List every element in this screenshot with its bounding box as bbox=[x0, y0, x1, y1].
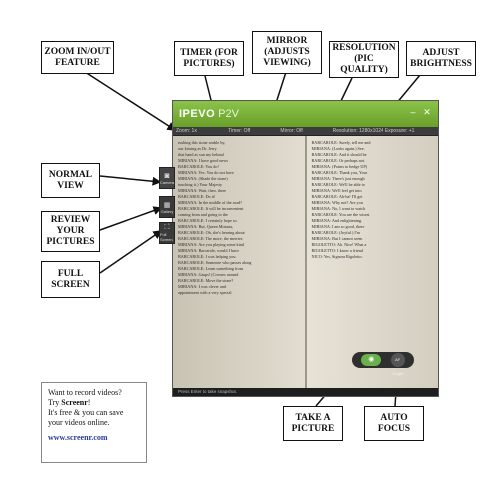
document-text-line: BARCAROLE: We'll be able to bbox=[311, 182, 365, 187]
exposure-control[interactable]: Exposure: +1 bbox=[384, 128, 415, 134]
document-text-line: BARCAROLE: Learn something from bbox=[178, 266, 244, 271]
promo-brand: Screenr bbox=[61, 398, 88, 407]
document-text-line: MIRIANA: But I cannot seem bbox=[311, 236, 363, 241]
document-text-line: appointment with a very special bbox=[178, 290, 232, 295]
document-text-line: MIRIANA: (Shade the stone) bbox=[178, 176, 228, 181]
auto-focus-label: AUTO FOCUS bbox=[364, 406, 424, 441]
normal-view-label: NORMAL VIEW bbox=[41, 163, 100, 198]
promo-line-3: It's free & you can save your videos onl… bbox=[48, 408, 124, 427]
zoom-label: ZOOM IN/OUT FEATURE bbox=[41, 41, 114, 74]
mirror-label: MIRROR (ADJUSTS VIEWING) bbox=[252, 31, 322, 74]
resolution-label: RESOLUTION (PIC QUALITY) bbox=[329, 41, 399, 78]
document-text-line: rushing this stone rouble by, bbox=[178, 140, 226, 145]
document-text-line: BARCAROLE: (Joyful.) I'm bbox=[311, 230, 360, 235]
camera-label: Camera bbox=[159, 180, 175, 185]
autofocus-button[interactable]: AF Single bbox=[390, 353, 405, 376]
document-text-line: our kissing as Dr. Jerry bbox=[178, 146, 217, 151]
camera-icon: ◙ bbox=[164, 171, 170, 180]
app-product: P2V bbox=[218, 108, 239, 120]
document-text-line: MIRIANA: Yes. You do not have bbox=[178, 170, 234, 175]
document-text-line: BARCAROLE: You do! bbox=[178, 164, 219, 169]
gallery-label: Gallery bbox=[160, 208, 174, 214]
document-text-line: BARCAROLE: Ah-ha! I'll get bbox=[311, 194, 363, 199]
document-text-line: BARCAROLE: It will be inconvenient bbox=[178, 206, 244, 211]
document-text-line: MIRIANA: Why not? Are you bbox=[311, 200, 363, 205]
timer-control[interactable]: Timer: Off bbox=[228, 128, 251, 134]
fullscreen-button[interactable]: ⛶ Full Screen bbox=[159, 222, 175, 244]
document-text-line: RIGOLETTO: Ah. Nice! What a bbox=[311, 242, 367, 247]
document-text-line: BARCAROLE: The more, the merrier. bbox=[178, 236, 244, 241]
promo-try: Try bbox=[48, 398, 62, 407]
document-text-line: MIRIANA: (Looks again.) See, bbox=[311, 146, 365, 151]
app-brand: IPEVO bbox=[179, 108, 216, 120]
zoom-control[interactable]: Zoom: 1x bbox=[176, 128, 197, 134]
promo-exclaim: ! bbox=[87, 398, 91, 407]
document-text-line: coming from and going to the bbox=[178, 212, 228, 217]
document-text-line: MIRIANA: No, I want to watch bbox=[311, 206, 366, 211]
screenr-promo: Want to record videos? Try Screenr! It's… bbox=[41, 382, 147, 463]
document-text-line: BARCAROLE: I was helping you. bbox=[178, 254, 237, 259]
page-left: rushing this stone rouble by,our kissing… bbox=[173, 136, 307, 388]
document-text-line: MIRIANA: (Points to hedge UP) bbox=[311, 164, 368, 169]
ipevo-app-window: IPEVO P2V – ✕ Zoom: 1x Timer: Off Mirror… bbox=[172, 100, 439, 397]
document-text-line: MIRIANA: I have good news bbox=[178, 158, 229, 163]
document-text-line: RIGOLETTO: I know a friend bbox=[311, 248, 363, 253]
promo-line-1: Want to record videos? bbox=[48, 388, 122, 397]
document-text-line: MIRIANA: Are you playing some kind bbox=[178, 242, 244, 247]
document-text-line: MIRIANA: Barcarole, would I have bbox=[178, 248, 239, 253]
fullscreen-icon: ⛶ bbox=[164, 224, 170, 231]
document-text-line: BARCAROLE: I certainly hope so. bbox=[178, 218, 238, 223]
document-text-line: BARCAROLE: Or perhaps not. bbox=[311, 158, 366, 163]
title-bar: IPEVO P2V – ✕ bbox=[173, 101, 438, 127]
status-bar: Press Enter to take snapshot. bbox=[173, 388, 438, 396]
document-text-line: BARCAROLE: You are the wisest bbox=[311, 212, 370, 217]
minimize-icon[interactable]: – bbox=[410, 107, 416, 117]
promo-line-2: Try Screenr! bbox=[48, 398, 140, 408]
camera-preview: rushing this stone rouble by,our kissing… bbox=[173, 136, 438, 388]
document-text-line: BARCAROLE: Do it! bbox=[178, 194, 216, 199]
document-text-line: BARCAROLE: Surely, tell me and bbox=[311, 140, 371, 145]
screenr-link[interactable]: www.screenr.com bbox=[48, 433, 108, 442]
document-text-line: MIRIANA: But, Queen Miriana, bbox=[178, 224, 234, 229]
snapshot-button[interactable]: ◉ bbox=[361, 354, 382, 366]
camera-view-button[interactable]: ◙ Camera bbox=[159, 167, 175, 189]
brightness-label: ADJUST BRIGHTNESS bbox=[406, 41, 476, 76]
timer-label: TIMER (FOR PICTURES) bbox=[174, 41, 244, 76]
document-text-line: MIRIANA: Gasps! (Crosses around bbox=[178, 272, 239, 277]
mirror-control[interactable]: Mirror: Off bbox=[280, 128, 303, 134]
document-text-line: BARCAROLE: Oh, she's hearing about bbox=[178, 230, 245, 235]
document-text-line: MIRIANA: In the middle of the road? bbox=[178, 200, 242, 205]
document-text-line: NICO: Yes, Signora Rigoletto. bbox=[311, 254, 363, 259]
document-text-line: BARCAROLE: Move the stone? bbox=[178, 278, 234, 283]
document-text-line: MIRIANA: We'll feel get into bbox=[311, 188, 362, 193]
document-text-line: MIRIANA: I am so good, there bbox=[311, 224, 365, 229]
close-icon[interactable]: ✕ bbox=[423, 107, 431, 117]
document-text-line: BARCAROLE: And it should be bbox=[311, 152, 367, 157]
document-text-line: MIRIANA: There's just enough bbox=[311, 176, 365, 181]
review-label: REVIEW YOUR PICTURES bbox=[41, 211, 100, 252]
gallery-button[interactable]: ▦ Gallery bbox=[159, 196, 175, 218]
camera-shutter-icon: ◉ bbox=[368, 356, 375, 363]
document-text-line: that hand as sun my behind bbox=[178, 152, 224, 157]
control-bar: Zoom: 1x Timer: Off Mirror: Off Resoluti… bbox=[173, 127, 438, 136]
document-text-line: MIRIANA: I was clever and bbox=[178, 284, 226, 289]
capture-bar: ◉ AF Single bbox=[352, 352, 414, 376]
fullscreen-label: Full Screen bbox=[160, 232, 173, 242]
document-text-line: MIRIANA: And enlightening. bbox=[311, 218, 363, 223]
document-text-line: BARCAROLE: Thank you, Your bbox=[311, 170, 368, 175]
document-text-line: MIRIANA: Wait, then, there bbox=[178, 188, 227, 193]
full-screen-label: FULL SCREEN bbox=[41, 261, 100, 298]
take-picture-label: TAKE A PICTURE bbox=[283, 406, 343, 441]
resolution-control[interactable]: Resolution: 1280x1024 bbox=[332, 128, 383, 134]
gallery-icon: ▦ bbox=[163, 201, 171, 209]
document-text-line: BARCAROLE: Someone who passes along bbox=[178, 260, 252, 265]
document-text-line: touching it.) Your Majesty bbox=[178, 182, 223, 187]
